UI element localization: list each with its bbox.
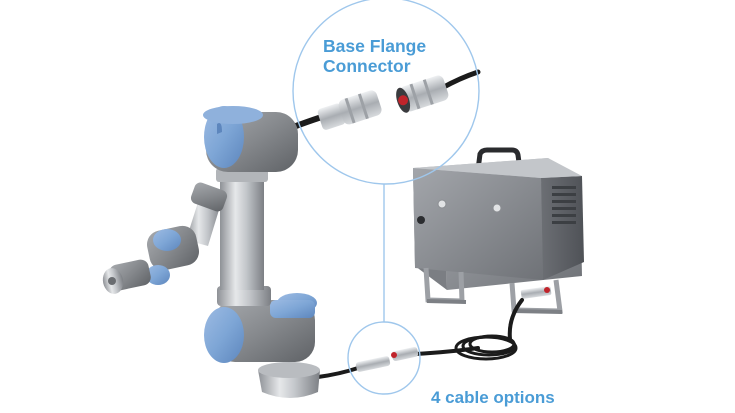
robot-arm-icon — [102, 106, 320, 398]
cable — [293, 69, 524, 379]
magnifier-circle — [292, 0, 480, 185]
vent-grille — [552, 186, 576, 224]
cable-options-label: 4 cable options — [431, 388, 555, 407]
controller-box-icon — [413, 147, 584, 314]
callout-lines — [292, 0, 480, 395]
base-flange-connector-label: Base Flange Connector — [323, 36, 427, 76]
power-switch-icon — [417, 216, 425, 224]
label-line-1: Base Flange — [323, 36, 427, 56]
connector-icon — [317, 75, 449, 130]
connector-icon — [355, 346, 419, 372]
label-line-2: Connector — [323, 55, 411, 76]
